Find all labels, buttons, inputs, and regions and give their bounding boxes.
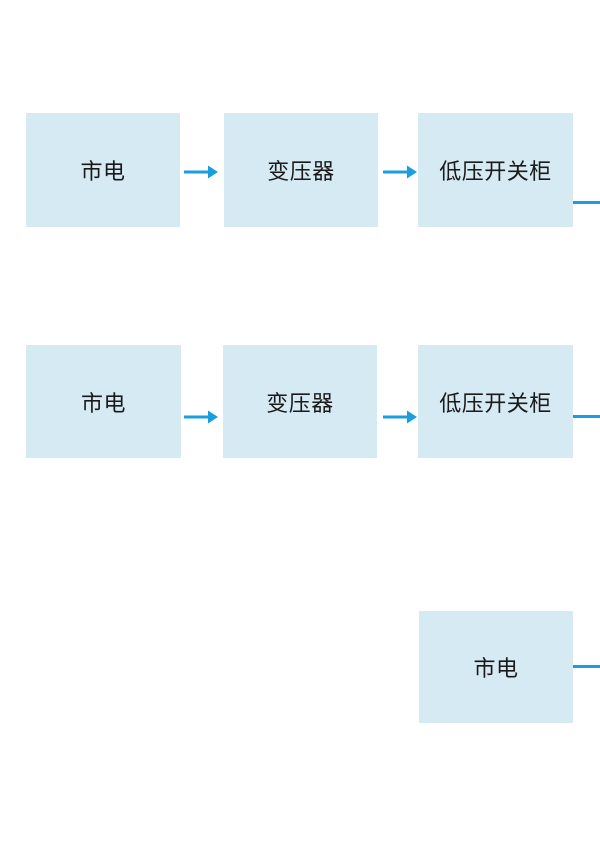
flow-box-mains-3: 市电: [419, 611, 573, 723]
flow-box-mains-2: 市电: [26, 345, 181, 458]
flow-box-label: 低压开关柜: [439, 390, 552, 416]
flow-box-label: 市电: [80, 390, 126, 416]
flow-box-label: 市电: [473, 656, 519, 681]
connector-line: [573, 201, 600, 204]
flow-box-label: 市电: [80, 159, 126, 184]
right-arrow-icon: [184, 409, 218, 425]
flow-box-mains-1: 市电: [26, 113, 180, 227]
flow-box-transformer-1: 变压器: [224, 113, 378, 227]
right-arrow-icon: [383, 409, 417, 425]
flow-box-label: 低压开关柜: [439, 159, 552, 184]
connector-line: [573, 415, 600, 418]
right-arrow-icon: [184, 164, 218, 180]
connector-line: [573, 665, 600, 668]
flow-box-transformer-2: 变压器: [223, 345, 377, 458]
flow-box-label: 变压器: [266, 390, 334, 416]
right-arrow-icon: [383, 164, 417, 180]
flow-box-label: 变压器: [267, 159, 335, 184]
flow-box-lv-switchgear-2: 低压开关柜: [418, 345, 573, 458]
flow-box-lv-switchgear-1: 低压开关柜: [418, 113, 573, 227]
